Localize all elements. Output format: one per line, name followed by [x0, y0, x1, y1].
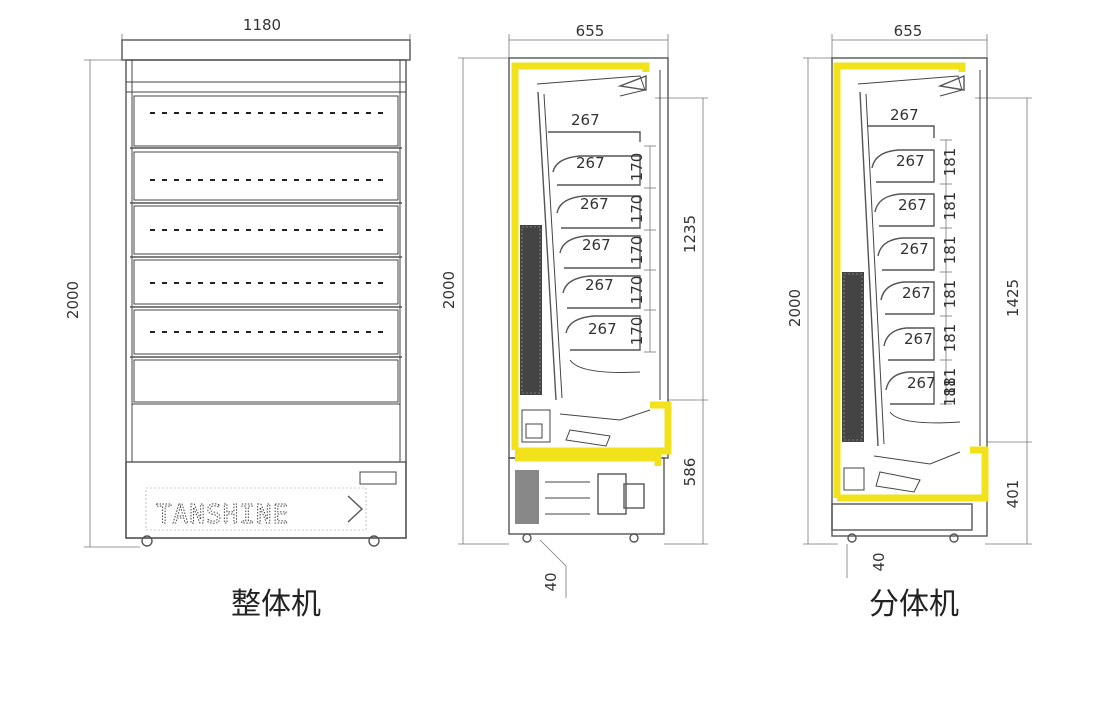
- caption-split: 分体机: [869, 587, 959, 622]
- front-width-label: 1180: [243, 16, 281, 34]
- split-shelf-depth-label: 267: [907, 374, 936, 392]
- split-insulation: [833, 62, 989, 502]
- integral-shelf-depth-label: 267: [585, 276, 614, 294]
- split-shelf-depth-label: 267: [890, 106, 919, 124]
- integral-height-label: 2000: [440, 271, 458, 309]
- front-canopy: [121, 39, 411, 61]
- split-shelf-gap-label: 181: [941, 148, 959, 177]
- split-shelf-gap-label: 181: [941, 324, 959, 353]
- split-base-height-label: 401: [1004, 480, 1022, 509]
- caster-left: [141, 535, 153, 547]
- integral-shelf-depth-label: 267: [576, 154, 605, 172]
- integral-evaporator: [520, 225, 542, 395]
- split-depth-label: 655: [894, 22, 923, 40]
- split-shelf-gap-label: 181: [941, 280, 959, 309]
- integral-depth-label: 655: [576, 22, 605, 40]
- split-shelf-gap-label: 181: [941, 236, 959, 265]
- split-shelf-depth-label: 267: [902, 284, 931, 302]
- integral-shelf-gap-label: 170: [628, 153, 646, 182]
- split-shelf-depth-label: 267: [900, 240, 929, 258]
- front-view: 1180 2000: [64, 16, 411, 622]
- integral-shelf-labels: 267 267 267 267 267 267 170 170 170 170 170: [571, 111, 646, 345]
- integral-shelf-gap-label: 170: [628, 317, 646, 346]
- caption-integral: 整体机: [231, 587, 321, 622]
- integral-display-height-label: 1235: [681, 215, 699, 253]
- split-height-label: 2000: [786, 289, 804, 327]
- split-shelf-depth-label: 267: [896, 152, 925, 170]
- split-shelf-labels: 2672672672672672672671811811811811811811…: [890, 106, 959, 406]
- integral-shelf-gap-label: 170: [628, 236, 646, 265]
- integral-base-height-label: 586: [681, 458, 699, 487]
- integral-shelf-depth-label: 267: [580, 195, 609, 213]
- caster-right: [368, 535, 380, 547]
- control-panel: [359, 471, 397, 485]
- brand-logo: TANSHINE: [145, 487, 367, 531]
- split-shelves: [868, 125, 961, 424]
- split-cabinet: [831, 57, 988, 537]
- split-shelf-gap-label: 181: [941, 368, 959, 397]
- split-foot-label: 40: [870, 552, 888, 571]
- split-shelf-gap-label: 181: [941, 192, 959, 221]
- integral-insulation: [511, 62, 672, 455]
- split-display-height-label: 1425: [1004, 279, 1022, 317]
- integral-shelf-depth-label: 267: [571, 111, 600, 129]
- integral-shelf-depth-label: 267: [588, 320, 617, 338]
- integral-shelf-depth-label: 267: [582, 236, 611, 254]
- split-shelf-gap-label: 181: [941, 378, 959, 407]
- integral-shelf-gap-label: 170: [628, 195, 646, 224]
- split-evaporator: [842, 272, 864, 442]
- integral-shelves: [548, 131, 656, 373]
- side-view-split: 655 2000 1425 401: [786, 22, 1032, 622]
- brand-text: TANSHINE: [156, 500, 289, 530]
- compressor: [597, 473, 627, 515]
- split-shelf-depth-label: 267: [898, 196, 927, 214]
- condenser: [515, 470, 539, 524]
- front-base-panel: [125, 461, 407, 539]
- front-height-label: 2000: [64, 281, 82, 319]
- side-view-integral: 655 2000 1235 586: [440, 22, 708, 598]
- front-cabinet: [125, 59, 407, 539]
- integral-shelf-gap-label: 170: [628, 276, 646, 305]
- integral-foot-label: 40: [542, 572, 560, 591]
- split-shelf-depth-label: 267: [904, 330, 933, 348]
